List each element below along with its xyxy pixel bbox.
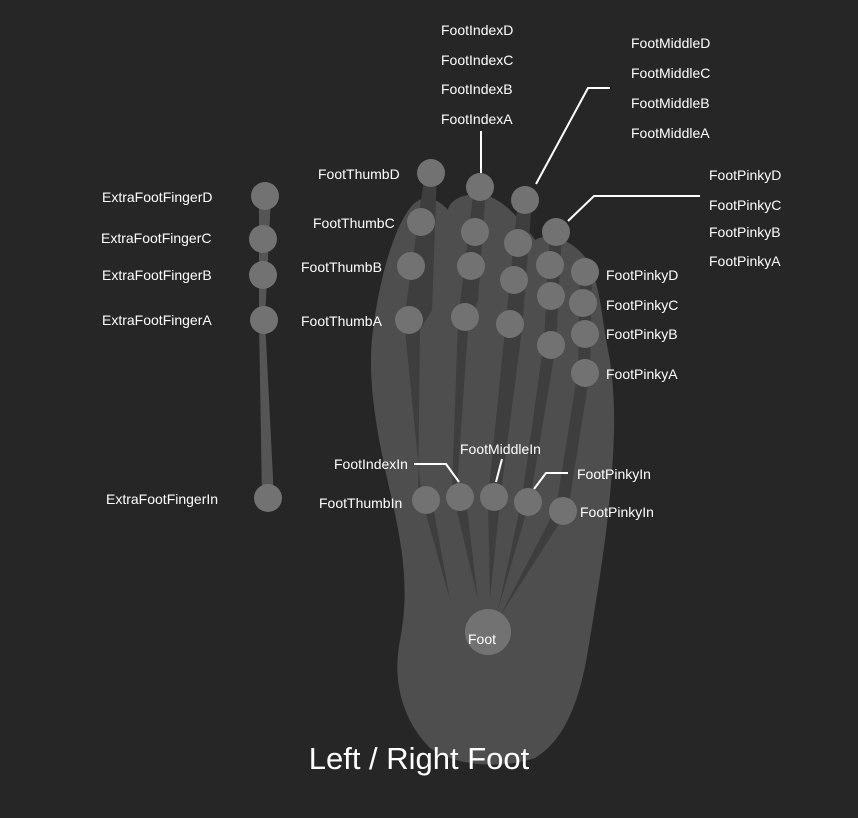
- bone-index: [452, 188, 486, 600]
- joint-foot-index-a[interactable]: [451, 303, 479, 331]
- leader-foot-pinky-in: [533, 472, 568, 490]
- label-extra-finger-in: ExtraFootFingerIn: [106, 491, 219, 507]
- joint-foot-pinky-top-in[interactable]: [514, 488, 542, 516]
- joint-foot-middle-c[interactable]: [504, 229, 532, 257]
- label-extra-finger-a: ExtraFootFingerA: [102, 312, 212, 328]
- joint-foot-pinky-in[interactable]: [549, 497, 577, 525]
- diagram-title: Left / Right Foot: [308, 741, 530, 776]
- label-foot-pinky-top-c: FootPinkyC: [709, 197, 782, 213]
- joint-foot-pinky-top-d[interactable]: [542, 218, 570, 246]
- joint-foot-middle-a[interactable]: [496, 310, 524, 338]
- joint-extra-finger-b[interactable]: [249, 261, 277, 289]
- joint-extra-finger-a[interactable]: [250, 306, 278, 334]
- label-foot-thumb-b: FootThumbB: [301, 259, 382, 275]
- label-foot-pinky-b: FootPinkyB: [606, 326, 678, 342]
- label-foot-middle-in: FootMiddleIn: [460, 441, 541, 457]
- label-foot-middle-c: FootMiddleC: [631, 65, 711, 81]
- label-extra-finger-b: ExtraFootFingerB: [102, 267, 212, 283]
- joint-foot-pinky-c[interactable]: [569, 289, 597, 317]
- label-foot-pinky-top-d: FootPinkyD: [709, 167, 782, 183]
- joint-foot-thumb-in[interactable]: [412, 486, 440, 514]
- label-foot-thumb-in: FootThumbIn: [319, 495, 403, 511]
- joint-foot-pinky-top-a[interactable]: [537, 331, 565, 359]
- label-foot-pinky-c: FootPinkyC: [606, 297, 679, 313]
- label-foot-pinky-in: FootPinkyIn: [580, 504, 654, 520]
- joint-foot-index-d[interactable]: [466, 173, 494, 201]
- label-extra-finger-d: ExtraFootFingerD: [102, 189, 213, 205]
- label-foot-thumb-a: FootThumbA: [301, 313, 382, 329]
- label-foot-thumb-d: FootThumbD: [318, 166, 400, 182]
- label-foot: Foot: [468, 631, 497, 647]
- joint-foot-index-in[interactable]: [446, 483, 474, 511]
- joint-extra-finger-c[interactable]: [249, 225, 277, 253]
- label-foot-thumb-c: FootThumbC: [313, 215, 395, 231]
- leader-lines: [414, 87, 700, 490]
- joint-foot-middle-d[interactable]: [511, 186, 539, 214]
- label-foot-pinky-top-in: FootPinkyIn: [577, 466, 651, 482]
- label-foot-pinky-a: FootPinkyA: [606, 366, 678, 382]
- joint-foot-middle-in[interactable]: [480, 483, 508, 511]
- joint-foot-index-b[interactable]: [457, 252, 485, 280]
- label-foot-pinky-d: FootPinkyD: [606, 267, 679, 283]
- label-foot-pinky-top-a: FootPinkyA: [709, 253, 781, 269]
- joint-foot[interactable]: [465, 609, 511, 655]
- label-foot-middle-b: FootMiddleB: [631, 95, 710, 111]
- leader-foot-pinky-top: [567, 195, 700, 222]
- leader-foot-index-in: [414, 463, 460, 483]
- joint-foot-pinky-d[interactable]: [571, 258, 599, 286]
- leader-foot-middle: [535, 87, 610, 185]
- joint-foot-thumb-d[interactable]: [417, 159, 445, 187]
- label-foot-middle-a: FootMiddleA: [631, 125, 710, 141]
- joint-extra-finger-in[interactable]: [254, 484, 282, 512]
- joint-foot-pinky-top-b[interactable]: [537, 282, 565, 310]
- leader-foot-middle-in: [495, 458, 503, 483]
- joint-foot-thumb-c[interactable]: [407, 208, 435, 236]
- label-foot-index-a: FootIndexA: [441, 111, 513, 127]
- label-extra-finger-c: ExtraFootFingerC: [101, 230, 212, 246]
- joint-foot-thumb-b[interactable]: [397, 252, 425, 280]
- bone-pinky: [498, 232, 562, 610]
- joint-foot-index-c[interactable]: [461, 218, 489, 246]
- joint-foot-pinky-top-c[interactable]: [536, 251, 564, 279]
- label-foot-index-d: FootIndexD: [441, 22, 514, 38]
- joint-extra-finger-d[interactable]: [251, 182, 279, 210]
- label-foot-middle-d: FootMiddleD: [631, 35, 711, 51]
- joint-foot-thumb-a[interactable]: [395, 306, 423, 334]
- joint-foot-pinky-a[interactable]: [571, 359, 599, 387]
- label-foot-index-b: FootIndexB: [441, 81, 513, 97]
- joints: [249, 159, 599, 655]
- label-foot-index-c: FootIndexC: [441, 52, 514, 68]
- joint-foot-pinky-b[interactable]: [571, 320, 599, 348]
- label-foot-pinky-top-b: FootPinkyB: [709, 224, 781, 240]
- joint-foot-middle-b[interactable]: [500, 266, 528, 294]
- label-foot-index-in: FootIndexIn: [334, 456, 408, 472]
